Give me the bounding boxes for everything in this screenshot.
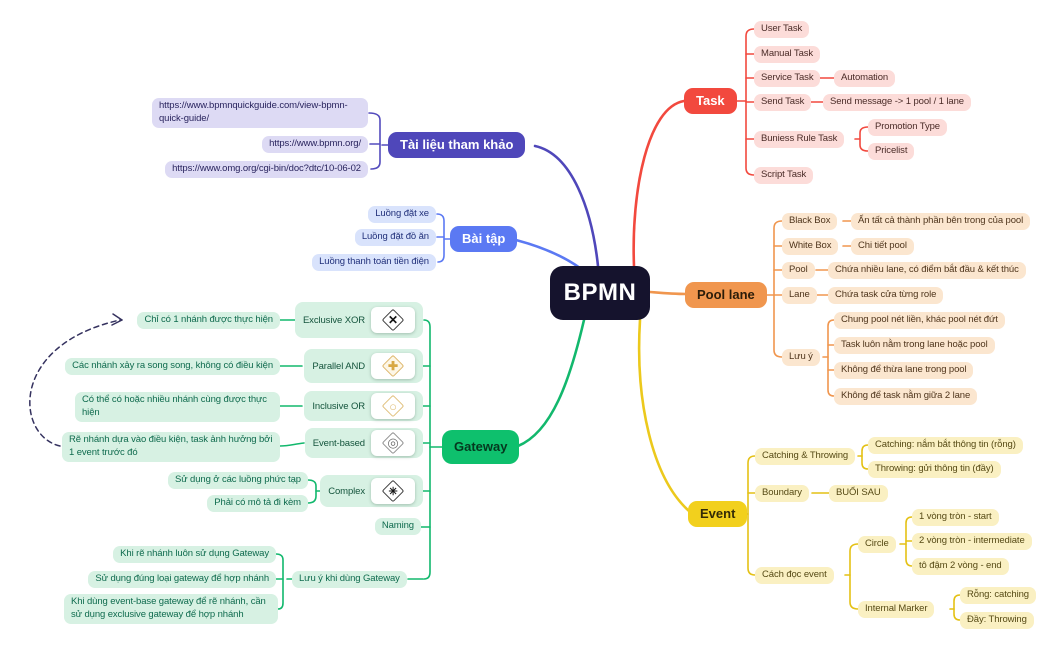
node-pool[interactable]: Pool (782, 262, 815, 279)
node-boundary[interactable]: Boundary (755, 485, 809, 502)
node-reference-link[interactable]: https://www.bpmnquickguide.com/view-bpmn… (152, 98, 368, 128)
node-gateway-tip[interactable]: Khi rẽ nhánh luôn sử dụng Gateway (113, 546, 276, 563)
node-circle-note[interactable]: 1 vòng tròn - start (912, 509, 999, 526)
node-lane[interactable]: Lane (782, 287, 817, 304)
node-gateway-tip[interactable]: Khi dùng event-base gateway để rẽ nhánh,… (64, 594, 278, 624)
node-gateway-tips-label[interactable]: Lưu ý khi dùng Gateway (292, 571, 407, 588)
node-complex-note[interactable]: Phải có mô tả đi kèm (207, 495, 308, 512)
node-black-box-note[interactable]: Ẩn tất cả thành phần bên trong của pool (851, 213, 1031, 230)
gateway-type-label: Inclusive OR (312, 400, 365, 412)
node-gateway-inclusive-or[interactable]: Inclusive OR ○ (304, 391, 423, 421)
node-exercise[interactable]: Luồng thanh toán tiền điện (312, 254, 436, 271)
node-pool-notes-label[interactable]: Lưu ý (782, 349, 820, 366)
node-circle[interactable]: Circle (858, 536, 896, 553)
branch-exercises[interactable]: Bài tập (450, 226, 518, 252)
node-pool-note-item[interactable]: Chung pool nét liền, khác pool nét đứt (834, 312, 1005, 329)
node-business-rule-note[interactable]: Pricelist (868, 143, 915, 160)
node-exercise[interactable]: Luồng đặt xe (368, 206, 436, 223)
node-service-task-note[interactable]: Automation (834, 70, 896, 87)
node-internal-marker[interactable]: Internal Marker (858, 601, 935, 618)
central-topic-bpmn[interactable]: BPMN (550, 266, 650, 320)
node-reference-link[interactable]: https://www.omg.org/cgi-bin/doc?dtc/10-0… (165, 161, 368, 178)
node-pool-note[interactable]: Chứa nhiều lane, có điểm bắt đầu & kết t… (828, 262, 1026, 279)
node-exercise[interactable]: Luồng đặt đồ ăn (354, 229, 436, 246)
node-circle-note[interactable]: tô đậm 2 vòng - end (912, 558, 1009, 575)
branch-task[interactable]: Task (684, 88, 737, 114)
node-service-task[interactable]: Service Task (754, 70, 821, 87)
node-gateway-exclusive-xor[interactable]: Exclusive XOR ✕ (294, 302, 423, 338)
gateway-type-label: Exclusive XOR (302, 314, 365, 326)
node-boundary-note[interactable]: BUỔI SAU (829, 485, 888, 502)
node-event-based-note[interactable]: Rẽ nhánh dựa vào điều kiện, task ảnh hưở… (62, 432, 280, 462)
branch-references[interactable]: Tài liệu tham khảo (388, 132, 526, 158)
node-marker-note[interactable]: Rỗng: catching (960, 587, 1036, 604)
node-lane-note[interactable]: Chứa task cửa từng role (828, 287, 944, 304)
node-event-reading[interactable]: Cách đọc event (755, 567, 834, 584)
node-pool-note-item[interactable]: Task luôn nằm trong lane hoặc pool (834, 337, 995, 354)
node-gateway-event-based[interactable]: Event-based ◎ (304, 428, 423, 458)
node-throwing-note[interactable]: Throwing: gửi thông tin (đầy) (868, 461, 1001, 478)
node-pool-note-item[interactable]: Không để thừa lane trong pool (834, 362, 974, 379)
node-white-box[interactable]: White Box (782, 238, 839, 255)
node-and-note[interactable]: Các nhánh xảy ra song song, không có điề… (65, 358, 280, 375)
inclusive-diamond-icon: ○ (371, 393, 415, 419)
branch-pool-lane[interactable]: Pool lane (685, 282, 767, 308)
branch-event[interactable]: Event (688, 501, 748, 527)
complex-diamond-icon: ✳ (371, 478, 415, 504)
gateway-type-label: Parallel AND (312, 360, 365, 372)
gateway-type-label: Event-based (312, 437, 365, 449)
node-send-task[interactable]: Send Task (754, 94, 812, 111)
node-business-rule-note[interactable]: Promotion Type (868, 119, 947, 136)
node-xor-note[interactable]: Chỉ có 1 nhánh được thực hiện (137, 312, 280, 329)
branch-gateway[interactable]: Gateway (442, 430, 520, 464)
node-user-task[interactable]: User Task (754, 21, 810, 38)
node-complex-note[interactable]: Sử dụng ở các luồng phức tạp (167, 472, 308, 489)
xor-diamond-icon: ✕ (371, 307, 415, 333)
gateway-type-label: Complex (328, 485, 365, 497)
node-script-task[interactable]: Script Task (754, 167, 814, 184)
node-send-task-note[interactable]: Send message -> 1 pool / 1 lane (823, 94, 971, 111)
node-business-rule-task[interactable]: Buniess Rule Task (754, 131, 845, 148)
node-gateway-naming[interactable]: Naming (374, 518, 421, 535)
node-marker-note[interactable]: Đầy: Throwing (960, 612, 1034, 629)
node-gateway-tip[interactable]: Sử dụng đúng loại gateway để hợp nhánh (88, 571, 276, 588)
node-catching-throwing[interactable]: Catching & Throwing (755, 448, 856, 465)
node-black-box[interactable]: Black Box (782, 213, 838, 230)
node-circle-note[interactable]: 2 vòng tròn - intermediate (912, 533, 1032, 550)
event-based-diamond-icon: ◎ (371, 430, 415, 456)
node-catching-note[interactable]: Catching: nắm bắt thông tin (rỗng) (868, 437, 1023, 454)
node-or-note[interactable]: Có thể có hoặc nhiều nhánh cùng được thự… (75, 392, 280, 422)
node-manual-task[interactable]: Manual Task (754, 46, 821, 63)
node-gateway-parallel-and[interactable]: Parallel AND ✚ (304, 349, 423, 383)
node-white-box-note[interactable]: Chi tiết pool (851, 238, 914, 255)
node-gateway-complex[interactable]: Complex ✳ (320, 475, 423, 507)
node-pool-note-item[interactable]: Không để task nằm giữa 2 lane (834, 388, 978, 405)
node-reference-link[interactable]: https://www.bpmn.org/ (262, 136, 368, 153)
parallel-diamond-icon: ✚ (371, 353, 415, 379)
